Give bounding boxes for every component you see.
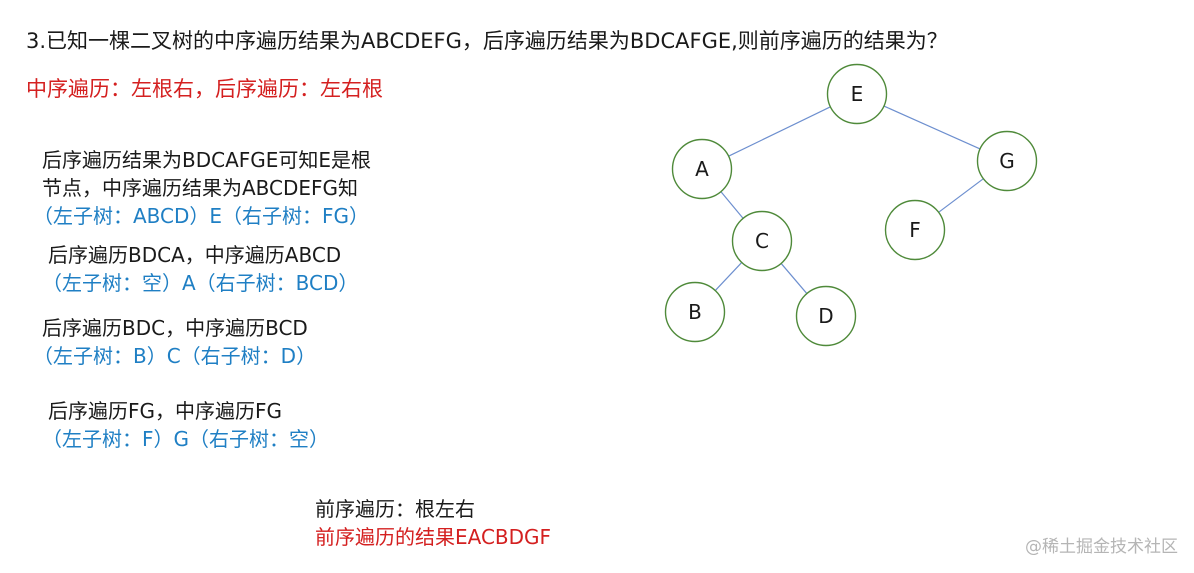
preorder-result: 前序遍历的结果EACBDGF — [315, 525, 552, 549]
step3-line1: 后序遍历BDC，中序遍历BCD — [42, 316, 308, 340]
node-circle — [671, 138, 733, 200]
node-label: D — [818, 304, 833, 328]
step4-subtrees: （左子树：F）G（右子树：空） — [42, 427, 330, 451]
tree-node-g: G — [976, 130, 1038, 192]
tree-node-b: B — [664, 281, 726, 343]
step2-subtrees: （左子树：空）A（右子树：BCD） — [42, 271, 359, 295]
node-circle — [976, 130, 1038, 192]
step1-line1: 后序遍历结果为BDCAFGE可知E是根 — [42, 148, 372, 172]
node-circle — [731, 210, 793, 272]
node-label: E — [851, 82, 864, 106]
traversal-rule: 中序遍历：左根右，后序遍历：左右根 — [26, 77, 383, 101]
node-label: C — [755, 229, 769, 253]
tree-node-a: A — [671, 138, 733, 200]
edge-a-c — [720, 191, 744, 219]
node-label: A — [695, 157, 709, 181]
tree-node-f: F — [884, 199, 946, 261]
node-label: F — [909, 218, 921, 242]
tree-node-d: D — [795, 285, 857, 347]
tree-node-c: C — [731, 210, 793, 272]
edge-c-d — [780, 263, 808, 294]
step1-subtrees: （左子树：ABCD）E（右子树：FG） — [33, 204, 370, 228]
edge-c-b — [714, 262, 743, 291]
step4-line1: 后序遍历FG，中序遍历FG — [48, 399, 283, 423]
tree-node-e: E — [826, 63, 888, 125]
edge-e-a — [728, 106, 831, 157]
step1-line2: 节点，中序遍历结果为ABCDEFG知 — [42, 176, 359, 200]
preorder-rule: 前序遍历：根左右 — [315, 497, 475, 521]
question-text: 3.已知一棵二叉树的中序遍历结果为ABCDEFG，后序遍历结果为BDCAFGE,… — [26, 29, 948, 53]
step2-line1: 后序遍历BDCA，中序遍历ABCD — [48, 243, 342, 267]
edge-g-f — [938, 178, 984, 213]
node-circle — [795, 285, 857, 347]
node-label: B — [688, 300, 702, 324]
edge-e-g — [883, 105, 981, 150]
node-circle — [826, 63, 888, 125]
step3-subtrees: （左子树：B）C（右子树：D） — [33, 344, 317, 368]
watermark: @稀土掘金技术社区 — [1025, 537, 1178, 557]
node-label: G — [999, 149, 1015, 173]
node-circle — [884, 199, 946, 261]
node-circle — [664, 281, 726, 343]
